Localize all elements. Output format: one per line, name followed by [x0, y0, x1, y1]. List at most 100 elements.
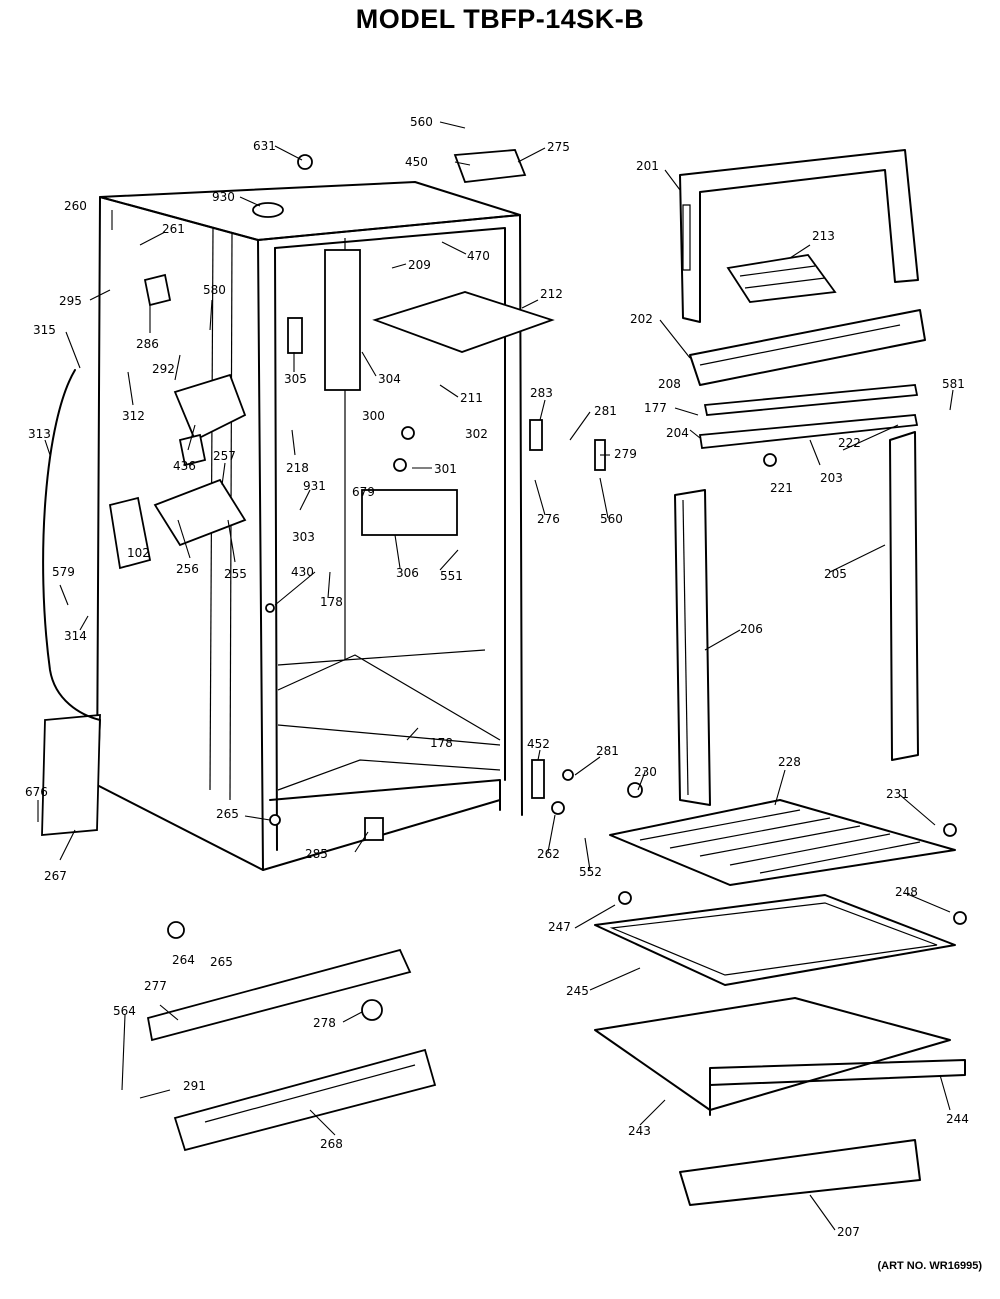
part-label: 560	[600, 512, 623, 526]
part-label: 276	[537, 512, 560, 526]
part-label: 452	[527, 737, 550, 751]
part-label: 304	[378, 372, 401, 386]
part-label: 267	[44, 869, 67, 883]
door-rail-208	[703, 384, 919, 416]
part-label: 221	[770, 481, 793, 495]
part-label: 303	[292, 530, 315, 544]
part-label: 265	[210, 955, 233, 969]
ice-tray	[726, 254, 837, 303]
part-label: 580	[203, 283, 226, 297]
part-label: 676	[25, 785, 48, 799]
glass-shelf-245	[594, 894, 956, 986]
part-label: 283	[530, 386, 553, 400]
part-label: 261	[162, 222, 185, 236]
rail-277	[146, 948, 412, 1042]
part-label: 930	[212, 190, 235, 204]
part-label: 178	[430, 736, 453, 750]
part-label: 203	[820, 471, 843, 485]
part-label: 278	[313, 1016, 336, 1030]
art-number: (ART NO. WR16995)	[877, 1260, 982, 1272]
part-label: 256	[176, 562, 199, 576]
part-label: 244	[946, 1112, 969, 1126]
part-label: 581	[942, 377, 965, 391]
part-label: 206	[740, 622, 763, 636]
door-rail-203	[698, 414, 919, 449]
part-label: 207	[837, 1225, 860, 1239]
part-label: 228	[778, 755, 801, 769]
part-label: 306	[396, 566, 419, 580]
refrigerator-cabinet	[96, 181, 523, 871]
part-label: 218	[286, 461, 309, 475]
part-label: 204	[666, 426, 689, 440]
part-label: 248	[895, 885, 918, 899]
part-label: 211	[460, 391, 483, 405]
grille-268	[173, 1048, 437, 1152]
part-label: 178	[320, 595, 343, 609]
part-label: 260	[64, 199, 87, 213]
part-label: 230	[634, 765, 657, 779]
wire-shelf-228	[609, 799, 956, 886]
part-label: 231	[886, 787, 909, 801]
part-label: 247	[548, 920, 571, 934]
part-label: 205	[824, 567, 847, 581]
part-label: 277	[144, 979, 167, 993]
part-label: 470	[467, 249, 490, 263]
part-label: 312	[122, 409, 145, 423]
part-label: 177	[644, 401, 667, 415]
part-label: 314	[64, 629, 87, 643]
part-label: 301	[434, 462, 457, 476]
part-label: 552	[579, 865, 602, 879]
part-label: 202	[630, 312, 653, 326]
part-label: 212	[540, 287, 563, 301]
door-gasket-205	[889, 431, 919, 761]
part-label: 275	[547, 140, 570, 154]
part-label: 262	[537, 847, 560, 861]
part-label: 679	[352, 485, 375, 499]
bottom-rail-207	[679, 1139, 921, 1206]
diagram-title: MODEL TBFP-14SK-B	[355, 4, 645, 34]
part-label: 245	[566, 984, 589, 998]
part-label: 281	[596, 744, 619, 758]
part-label: 551	[440, 569, 463, 583]
part-label: 209	[408, 258, 431, 272]
part-label: 295	[59, 294, 82, 308]
part-label: 560	[410, 115, 433, 129]
part-label: 564	[113, 1004, 136, 1018]
freezer-door-bottom-frame	[689, 309, 926, 386]
part-label: 286	[136, 337, 159, 351]
part-label: 430	[291, 565, 314, 579]
part-label: 281	[594, 404, 617, 418]
part-label: 264	[172, 953, 195, 967]
part-label: 631	[253, 139, 276, 153]
part-278	[361, 999, 383, 1021]
part-264	[167, 921, 185, 939]
part-label: 291	[183, 1079, 206, 1093]
part-label: 268	[320, 1137, 343, 1151]
part-label: 315	[33, 323, 56, 337]
part-label: 243	[628, 1124, 651, 1138]
leader-lines	[37, 121, 954, 1231]
part-label: 102	[127, 546, 150, 560]
part-label: 222	[838, 436, 861, 450]
door-gasket-206	[674, 489, 711, 806]
part-label: 292	[152, 362, 175, 376]
part-label: 450	[405, 155, 428, 169]
part-label: 257	[213, 449, 236, 463]
part-label: 255	[224, 567, 247, 581]
part-label: 265	[216, 807, 239, 821]
part-label: 201	[636, 159, 659, 173]
part-label: 305	[284, 372, 307, 386]
part-label: 302	[465, 427, 488, 441]
part-labels: 560 275 450 631 930 470 209 212 304 305 …	[25, 115, 969, 1239]
part-label: 279	[614, 447, 637, 461]
part-label: 579	[52, 565, 75, 579]
part-label: 208	[658, 377, 681, 391]
part-label: 300	[362, 409, 385, 423]
part-label: 313	[28, 427, 51, 441]
part-label: 213	[812, 229, 835, 243]
part-label: 436	[173, 459, 196, 473]
freezer-door-frame	[679, 149, 919, 323]
part-label: 931	[303, 479, 326, 493]
crisper-drawer-243	[594, 997, 966, 1116]
